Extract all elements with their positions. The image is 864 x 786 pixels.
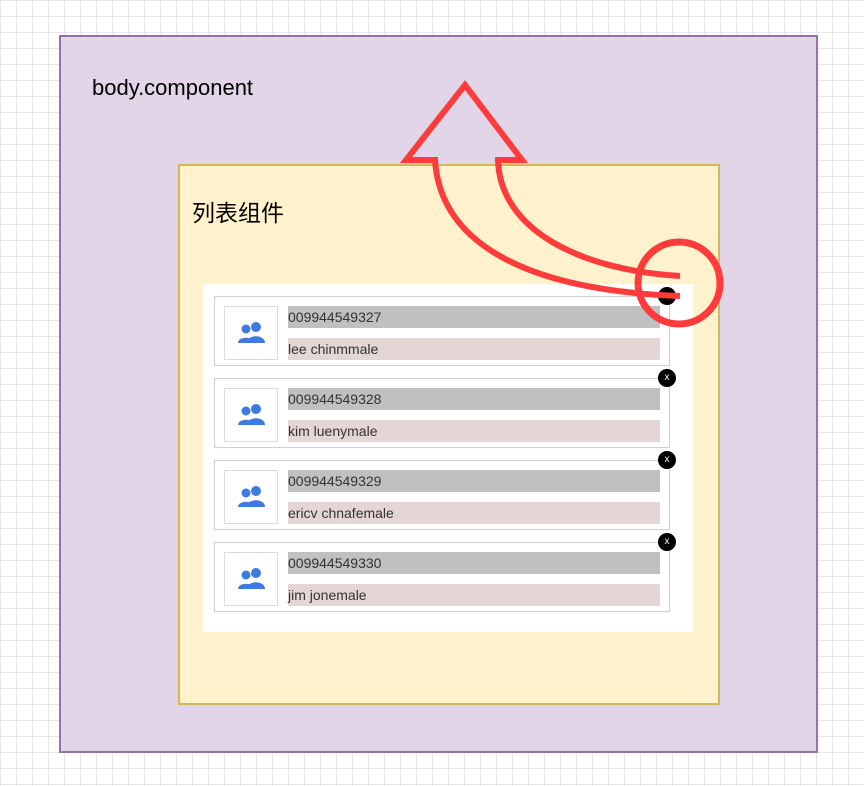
list-item: 009944549329 ericv chnafemale x [214, 451, 676, 530]
users-icon [224, 552, 278, 606]
close-button[interactable]: x [658, 287, 676, 305]
users-icon [224, 388, 278, 442]
close-button[interactable]: x [658, 451, 676, 469]
list-item: 009944549328 kim luenymale x [214, 369, 676, 448]
item-name: kim luenymale [288, 420, 660, 442]
item-name: lee chinmmale [288, 338, 660, 360]
item-id: 009944549330 [288, 552, 660, 574]
item-id: 009944549329 [288, 470, 660, 492]
item-id: 009944549328 [288, 388, 660, 410]
item-name: ericv chnafemale [288, 502, 660, 524]
list-item: 009944549330 jim jonemale x [214, 533, 676, 612]
users-icon [224, 470, 278, 524]
close-button[interactable]: x [658, 369, 676, 387]
item-id: 009944549327 [288, 306, 660, 328]
list-component-label: 列表组件 [192, 201, 284, 227]
list-item: 009944549327 lee chinmmale x [214, 287, 676, 366]
close-button[interactable]: x [658, 533, 676, 551]
item-name: jim jonemale [288, 584, 660, 606]
list-panel: 009944549327 lee chinmmale x 00994454932… [203, 284, 693, 632]
body-component-label: body.component [92, 75, 254, 100]
users-icon [224, 306, 278, 360]
